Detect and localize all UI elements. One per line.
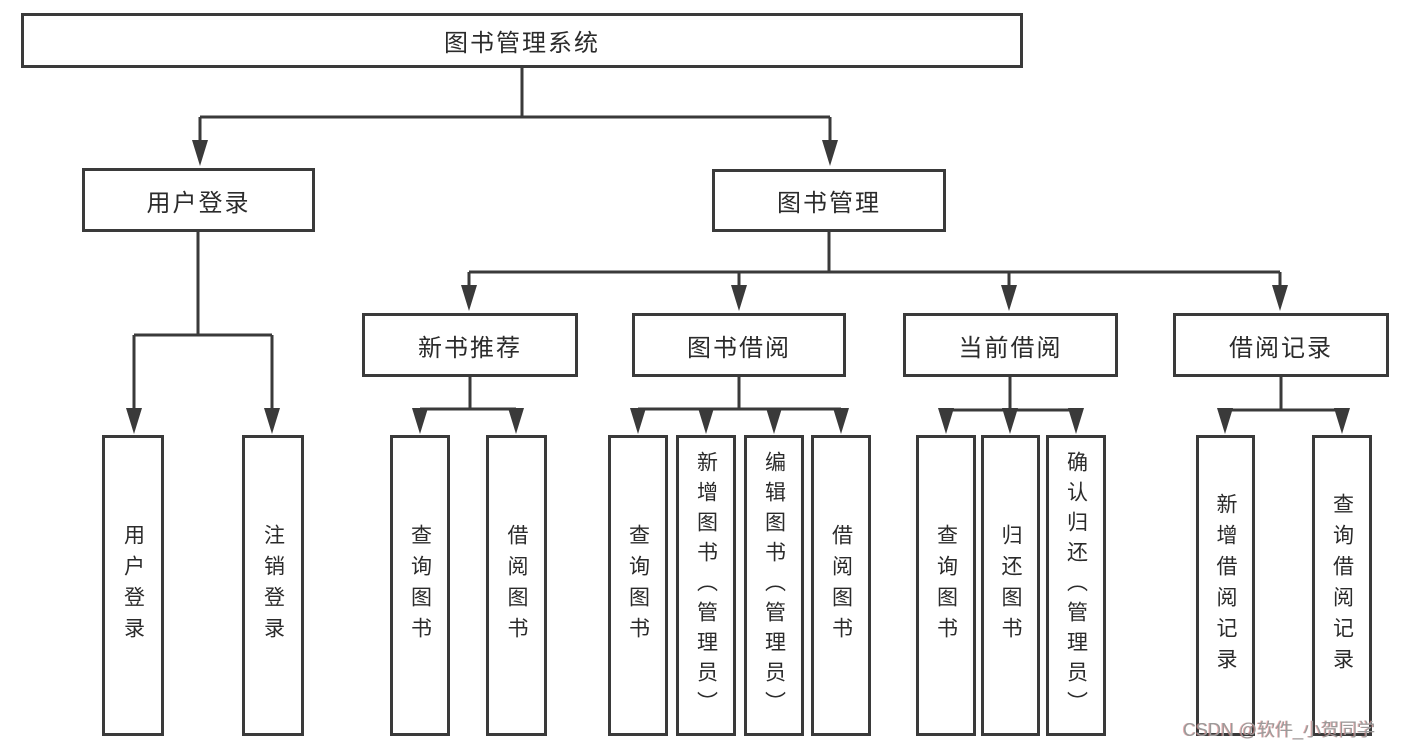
leaf-borrow-book-a-label: 借阅图书 — [505, 523, 528, 648]
leaf-query-book-a-label: 查询图书 — [408, 523, 432, 648]
leaf-logout: 注销登录 — [242, 435, 304, 736]
leaf-query-borrow-record: 查询借阅记录 — [1312, 435, 1372, 736]
leaf-confirm-return-admin: 确认归还（管理员） — [1046, 435, 1106, 736]
node-borrow-record-label: 借阅记录 — [1229, 334, 1333, 362]
node-root: 图书管理系统 — [21, 13, 1023, 68]
leaf-query-book-a: 查询图书 — [390, 435, 450, 736]
node-book-borrow-label: 图书借阅 — [687, 334, 791, 362]
node-book-mgmt-label: 图书管理 — [777, 190, 881, 217]
node-current-borrow: 当前借阅 — [903, 313, 1118, 377]
leaf-user-login-label: 用户登录 — [121, 523, 145, 648]
node-borrow-record: 借阅记录 — [1173, 313, 1389, 377]
leaf-add-borrow-record-label: 新增借阅记录 — [1214, 492, 1237, 679]
node-book-borrow: 图书借阅 — [632, 313, 846, 377]
node-current-borrow-label: 当前借阅 — [958, 334, 1063, 362]
leaf-user-login: 用户登录 — [102, 435, 164, 736]
leaf-query-book-c-label: 查询图书 — [934, 523, 958, 648]
node-root-label: 图书管理系统 — [444, 30, 600, 57]
leaf-query-borrow-record-label: 查询借阅记录 — [1330, 492, 1354, 679]
leaf-edit-book-admin: 编辑图书（管理员） — [744, 435, 804, 736]
leaf-logout-label: 注销登录 — [261, 523, 285, 648]
leaf-edit-book-admin-label: 编辑图书（管理员） — [762, 450, 786, 721]
leaf-confirm-return-admin-label: 确认归还（管理员） — [1064, 450, 1088, 721]
leaf-return-book: 归还图书 — [981, 435, 1040, 736]
leaf-borrow-book-b: 借阅图书 — [811, 435, 871, 736]
node-user-login-label: 用户登录 — [146, 189, 251, 217]
node-user-login: 用户登录 — [82, 168, 315, 232]
leaf-return-book-label: 归还图书 — [999, 523, 1022, 648]
leaf-query-book-b-label: 查询图书 — [626, 523, 650, 648]
node-new-book-recommend-label: 新书推荐 — [418, 334, 522, 362]
leaf-query-book-b: 查询图书 — [608, 435, 668, 736]
leaf-add-book-admin: 新增图书（管理员） — [676, 435, 736, 736]
leaf-add-borrow-record: 新增借阅记录 — [1196, 435, 1255, 736]
leaf-borrow-book-a: 借阅图书 — [486, 435, 547, 736]
leaf-borrow-book-b-label: 借阅图书 — [829, 523, 853, 648]
csdn-watermark: CSDN @软件_小贺同学 — [1183, 720, 1376, 740]
node-book-mgmt: 图书管理 — [712, 169, 946, 232]
leaf-query-book-c: 查询图书 — [916, 435, 976, 736]
node-new-book-recommend: 新书推荐 — [362, 313, 578, 377]
leaf-add-book-admin-label: 新增图书（管理员） — [694, 450, 718, 721]
